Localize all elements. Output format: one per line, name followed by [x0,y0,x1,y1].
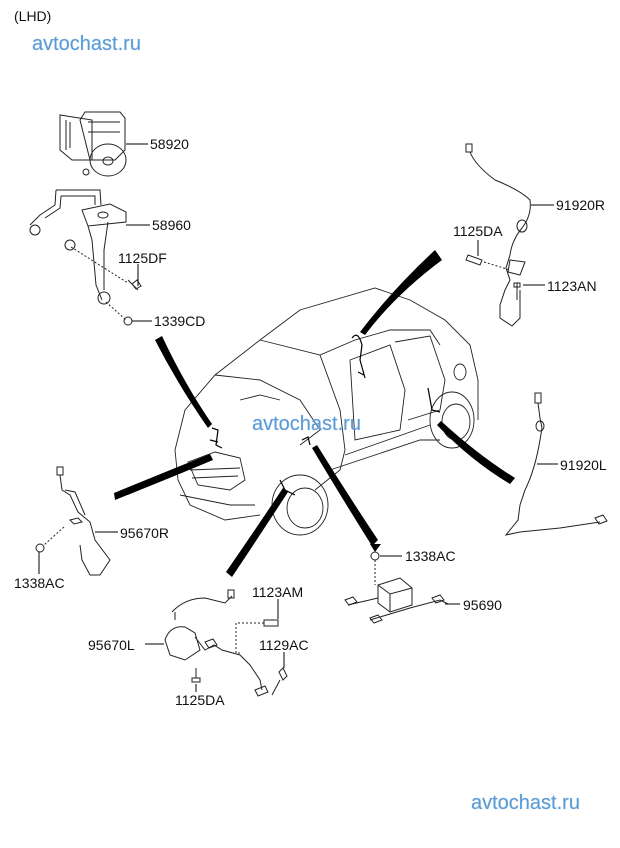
yaw-sensor-drawing [344,551,449,624]
hydraulic-unit-drawing [59,111,127,177]
part-label-58920[interactable]: 58920 [150,136,189,152]
part-label-95670R[interactable]: 95670R [120,525,170,541]
part-label-91920R[interactable]: 91920R [556,197,606,213]
watermark-top: avtochast.ru [32,33,141,55]
car-outline [174,287,479,536]
part-label-1123AM[interactable]: 1123AM [252,584,304,600]
part-label-1125DA-front[interactable]: 1125DA [175,692,225,708]
part-label-1129AC[interactable]: 1129AC [259,637,309,653]
part-label-1123AN[interactable]: 1123AN [547,278,597,294]
part-label-1338AC-front[interactable]: 1338AC [14,575,65,591]
part-label-1339CD[interactable]: 1339CD [154,313,206,329]
rear-left-sensor-drawing [504,392,608,536]
part-label-58960[interactable]: 58960 [152,217,191,233]
front-right-sensor-drawing [56,466,111,576]
callout-leaders [114,250,515,577]
watermark-bottom: avtochast.ru [471,792,580,814]
part-label-1338AC-sensor[interactable]: 1338AC [405,548,456,564]
part-label-1125DF[interactable]: 1125DF [118,250,167,266]
bracket-drawing [29,189,127,305]
watermark-middle: avtochast.ru [252,413,361,435]
front-left-sensor-drawing [164,589,269,697]
part-label-95670L[interactable]: 95670L [88,637,135,653]
part-label-91920L[interactable]: 91920L [560,457,607,473]
part-label-95690[interactable]: 95690 [463,597,502,613]
rear-right-sensor-drawing [465,143,531,327]
part-label-1125DA-rear[interactable]: 1125DA [453,223,503,239]
variant-label: (LHD) [14,8,52,24]
